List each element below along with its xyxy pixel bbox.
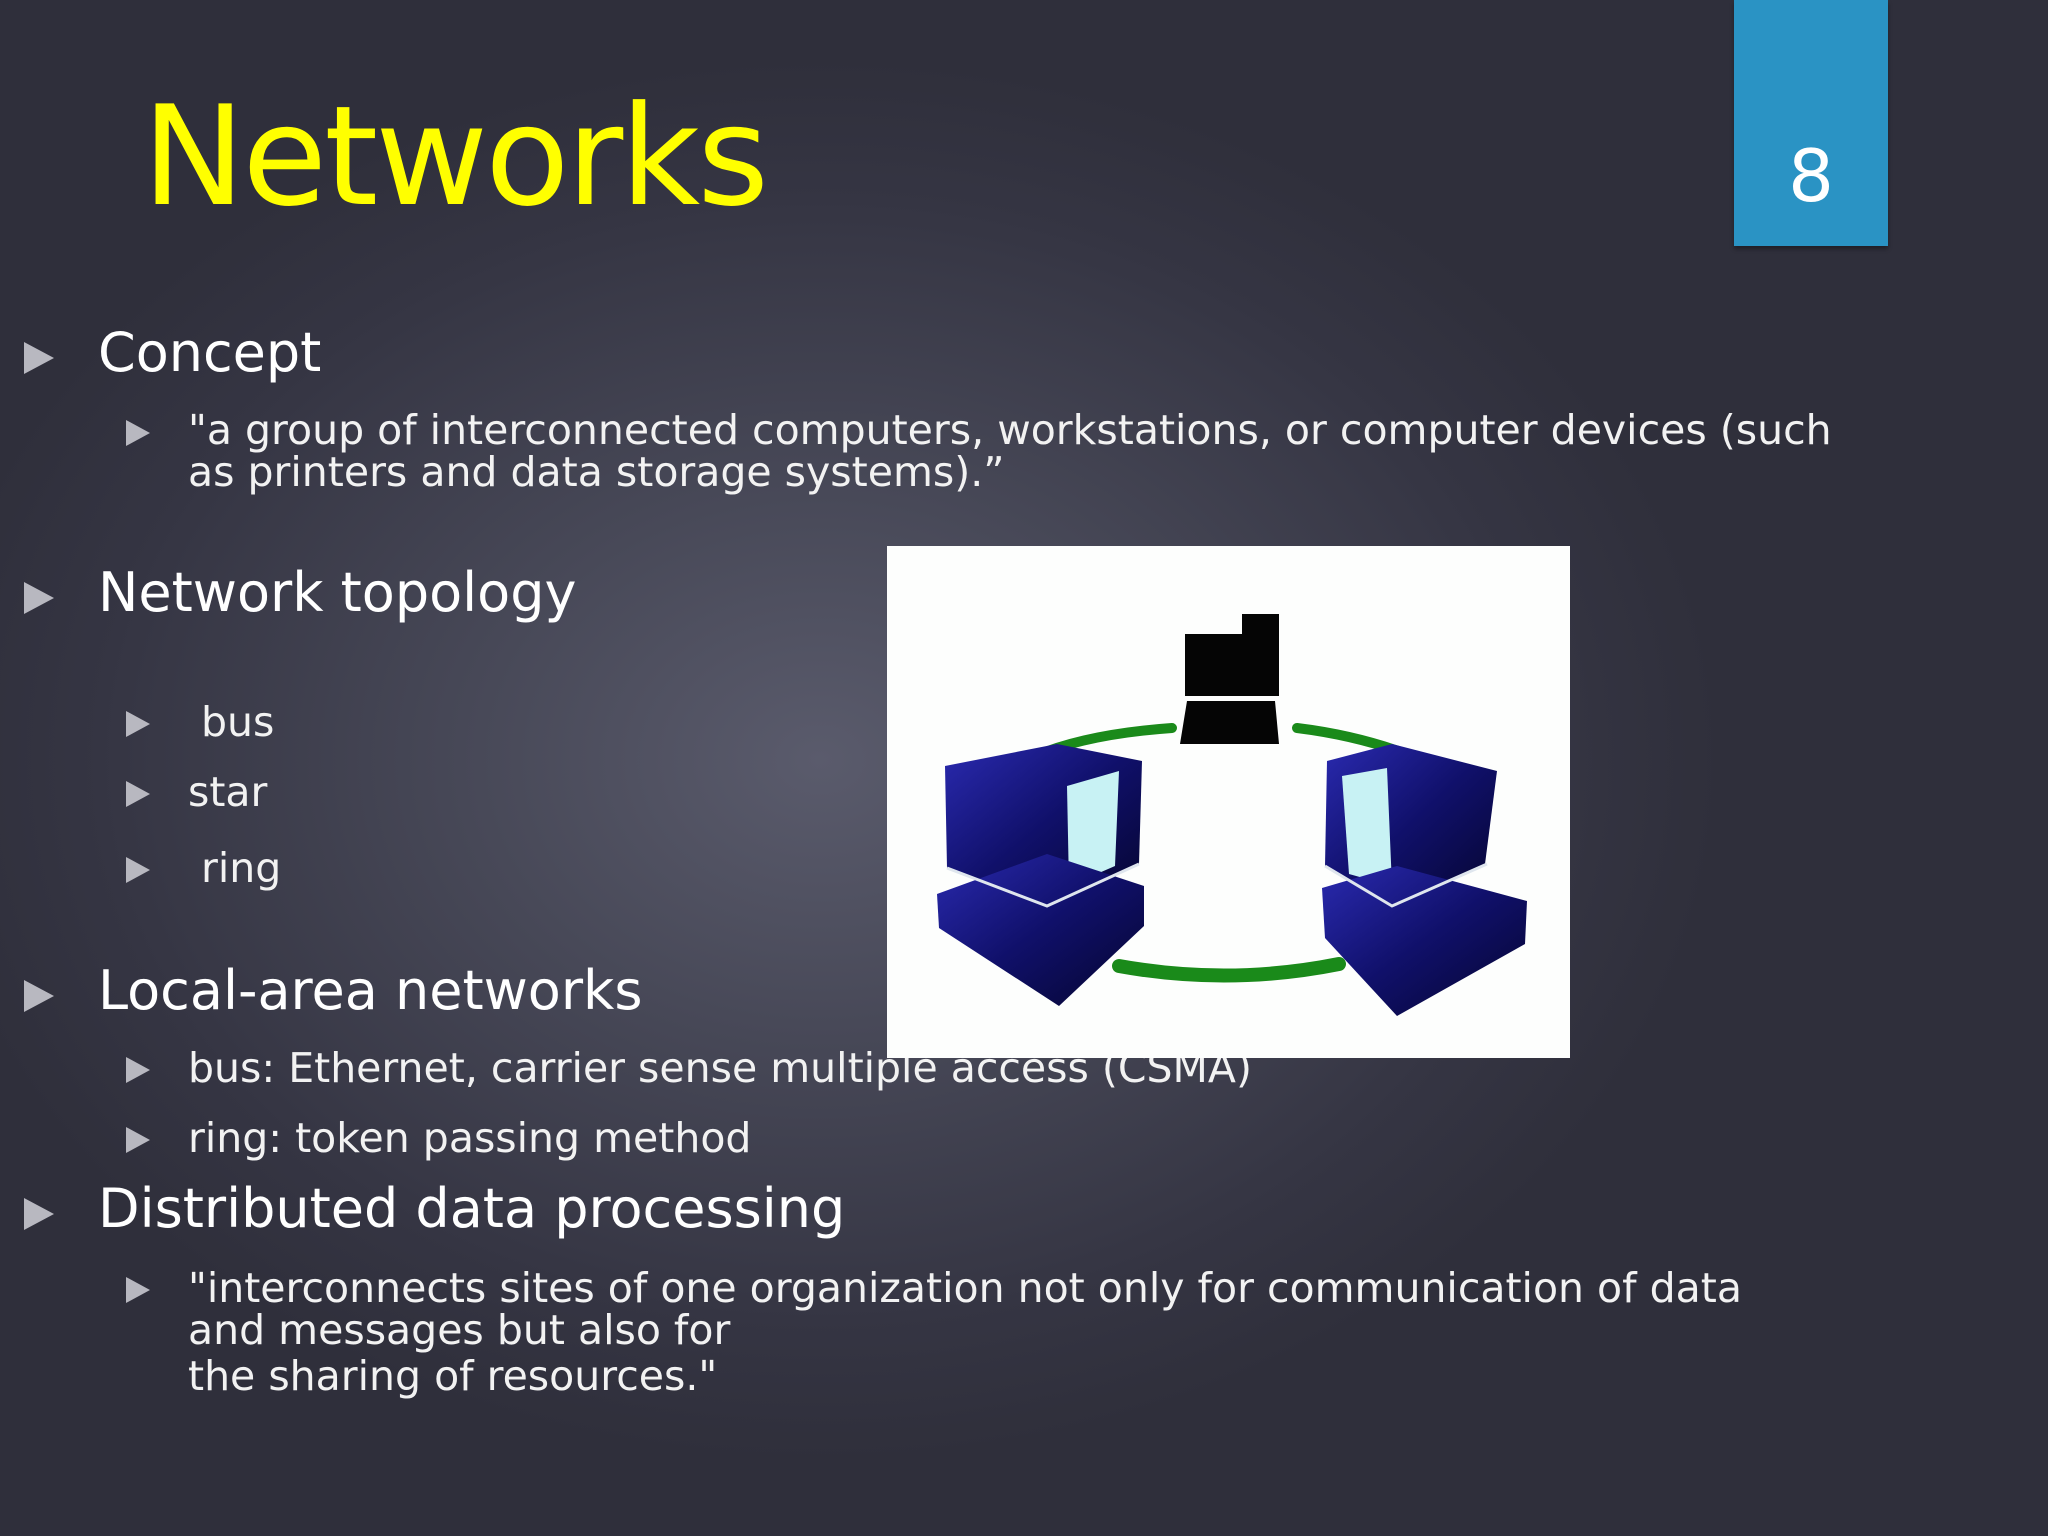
bullet-local-area-networks: Local-area networks [98,959,643,1022]
sub-bullet-arrow-icon [126,420,150,446]
concept-definition-line-1: "a group of interconnected computers, wo… [188,406,1832,454]
sub-bullet-arrow-icon [126,1277,150,1303]
lan-ring: ring: token passing method [188,1114,752,1162]
bullet-distributed-data-processing: Distributed data processing [98,1177,846,1240]
bullet-arrow-icon [24,1198,54,1230]
left-computer [937,744,1144,1006]
topology-bus: bus [188,698,275,746]
ring-cable-bottom [1112,957,1346,983]
sub-bullet-arrow-icon [126,711,150,737]
slide-title: Networks [142,76,769,237]
page-number: 8 [1788,134,1834,218]
top-computer [1180,614,1279,744]
bullet-concept: Concept [98,321,322,384]
bullet-network-topology: Network topology [98,561,577,624]
sub-bullet-arrow-icon [126,857,150,883]
page-number-tab: 8 [1734,0,1888,246]
sub-bullet-arrow-icon [126,1057,150,1083]
topology-star: star [188,768,268,816]
sub-bullet-arrow-icon [126,781,150,807]
sub-bullet-arrow-icon [126,1127,150,1153]
ddp-definition-line-2: and messages but also for [188,1306,731,1354]
bullet-arrow-icon [24,342,54,374]
concept-definition-line-2: as printers and data storage systems).” [188,448,1005,496]
ddp-definition-line-3: the sharing of resources." [188,1352,718,1400]
bullet-arrow-icon [24,582,54,614]
right-computer [1322,744,1527,1016]
ring-network-picture [887,546,1570,1058]
bullet-arrow-icon [24,980,54,1012]
ddp-definition-line-1: "interconnects sites of one organization… [188,1264,1742,1312]
topology-ring: ring [188,844,282,892]
ring-network-illustration [937,614,1527,1016]
